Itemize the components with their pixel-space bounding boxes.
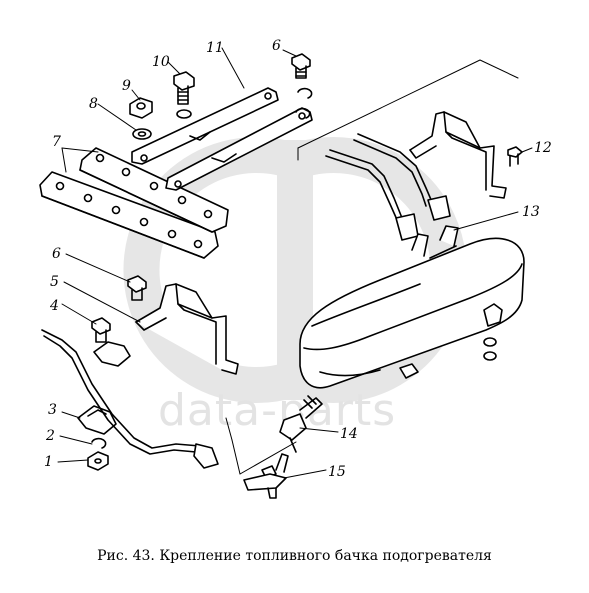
callout-numbers: 7 8 9 10 11 6 12 13 6 5 4 3 2 1 14 15 — [44, 38, 552, 480]
part-8-washer — [132, 128, 152, 140]
callout-9: 9 — [122, 78, 131, 94]
part-13-fuel-tank — [299, 225, 525, 389]
callout-2: 2 — [45, 428, 55, 444]
callout-3: 3 — [48, 402, 57, 418]
callout-6-lower: 6 — [52, 246, 61, 262]
callout-12: 12 — [534, 140, 552, 156]
callout-4: 4 — [49, 298, 59, 314]
upper-tank-bracket — [409, 111, 507, 199]
callout-8: 8 — [89, 96, 98, 112]
watermark-text: data-parts — [158, 385, 396, 436]
part-10-washer — [176, 109, 192, 119]
part-5-lower-bracket — [135, 283, 239, 375]
part-12-bolt — [507, 146, 523, 167]
clamp-on-pipe — [93, 341, 131, 367]
part-1-nut — [87, 451, 109, 471]
callout-13: 13 — [522, 204, 540, 220]
part-6-bolt-upper — [291, 53, 311, 79]
callout-6-upper: 6 — [272, 38, 281, 54]
leader-lines — [57, 47, 533, 479]
fuel-pipes — [325, 133, 451, 241]
part-15-valve — [243, 453, 289, 499]
part-2-washer — [91, 437, 107, 449]
callout-15: 15 — [328, 464, 346, 480]
fuel-line-left — [41, 329, 219, 469]
callout-14: 14 — [340, 426, 358, 442]
part-6-bolt-lower — [127, 275, 147, 301]
explosion-lines — [225, 59, 519, 475]
part-14-elbow-fitting — [279, 395, 323, 453]
callout-11: 11 — [206, 40, 224, 56]
clip-washers-upper — [295, 87, 313, 119]
part-4-bolt — [91, 317, 111, 343]
part-10-bolt — [173, 71, 195, 105]
callout-10: 10 — [152, 54, 170, 70]
tank-nuts-right — [483, 337, 497, 361]
callout-5: 5 — [50, 274, 59, 290]
part-7-mounting-straps — [39, 147, 229, 259]
part-9-nut — [129, 97, 153, 119]
callout-1: 1 — [44, 454, 53, 470]
figure-caption: Рис. 43. Крепление топливного бачка подо… — [97, 548, 492, 564]
callout-7: 7 — [52, 134, 61, 150]
